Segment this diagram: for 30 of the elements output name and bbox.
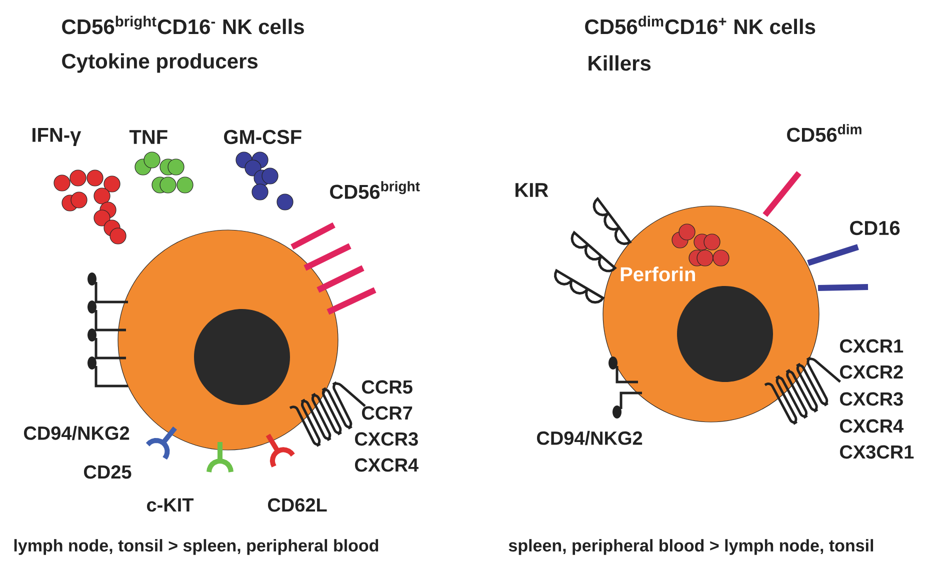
heading: CD56$^{dim}$CD16$^{+}$ NK cells [585, 16, 816, 34]
molecule-label: CCR5 [362, 380, 412, 394]
molecule-label: KIR [516, 183, 548, 197]
molecule-label: CD94/NKG2 [537, 430, 642, 446]
molecule-label: GM-CSF [224, 130, 302, 144]
molecule-label: CXCR2 [840, 365, 903, 379]
molecule-label: CXCR4 [840, 419, 904, 433]
granule-label: Perforin [620, 266, 695, 282]
molecule-label: TNF [129, 130, 168, 144]
molecule-label: CD25 [84, 465, 132, 479]
location-note: spleen, peripheral blood > lymph node, tonsil [508, 539, 874, 555]
nucleus [194, 309, 290, 405]
heading: CD56$^{bright}$CD16$^{-}$ NK cells [62, 16, 304, 34]
molecule-label: IFN-γ [32, 128, 82, 146]
molecule-label: CD56$^{dim}$ [787, 124, 862, 142]
molecule-label: CXCR1 [840, 339, 904, 353]
molecule-label: c-KIT [147, 498, 194, 512]
molecule-label: CXCR3 [355, 432, 418, 446]
molecule-label: CX3CR1 [840, 445, 914, 459]
molecule-label: CXCR4 [355, 458, 418, 472]
nucleus [677, 286, 773, 382]
location-note: lymph node, tonsil > spleen, peripheral blood [14, 539, 378, 555]
molecule-label: CXCR3 [840, 392, 903, 406]
molecule-label: CD56$^{bright}$ [330, 181, 420, 199]
molecule-label: CD94/NKG2 [24, 426, 130, 440]
heading: Killers [588, 55, 651, 71]
molecule-label: CCR7 [362, 406, 412, 420]
molecule-label: CD62L [268, 498, 327, 512]
heading: Cytokine producers [62, 53, 258, 73]
molecule-label: CD16 [850, 220, 900, 236]
